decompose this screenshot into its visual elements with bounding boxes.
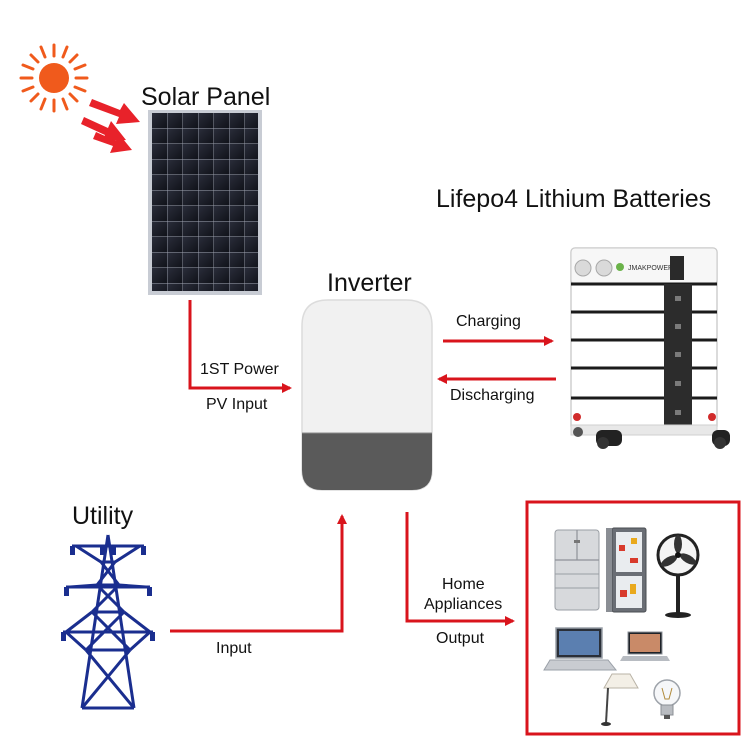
- first-power-label: 1ST Power: [200, 361, 279, 378]
- discharging-label: Discharging: [450, 387, 535, 404]
- appliances-label: Appliances: [424, 596, 503, 613]
- pv-input-label: PV Input: [206, 396, 268, 413]
- lamp-icon: [601, 673, 639, 726]
- battery-stack-icon: JMAKPOWER: [570, 247, 730, 449]
- utility-title: Utility: [72, 502, 134, 530]
- sun-icon: [19, 43, 89, 113]
- sunlight-arrows: [81, 99, 140, 153]
- home-appliances-box: [525, 500, 741, 736]
- laptop-small-icon: [620, 631, 670, 661]
- power-tower-icon: [63, 534, 153, 710]
- charging-label: Charging: [456, 313, 521, 330]
- solar-panel-title: Solar Panel: [141, 83, 271, 111]
- fridge-icon: [554, 529, 600, 611]
- pv-input-arrow: [188, 300, 292, 393]
- inverter-title: Inverter: [327, 269, 412, 297]
- solar-panel-icon: [148, 110, 262, 295]
- inverter-icon: [301, 299, 433, 491]
- output-label: Output: [436, 630, 485, 647]
- tower-insulators: [61, 546, 155, 641]
- flow-arrows: [170, 300, 556, 633]
- output-arrow: [405, 512, 515, 626]
- input-label: Input: [216, 640, 252, 657]
- fan-icon: [656, 533, 700, 618]
- battery-brand: JMAKPOWER: [628, 265, 673, 272]
- laptop-icon: [543, 627, 618, 671]
- batteries-title: Lifepo4 Lithium Batteries: [436, 185, 712, 213]
- home-label: Home: [442, 576, 485, 593]
- utility-input-arrow: [170, 514, 347, 633]
- fridge-open-icon: [606, 527, 647, 613]
- light-bulb-icon: [653, 679, 681, 719]
